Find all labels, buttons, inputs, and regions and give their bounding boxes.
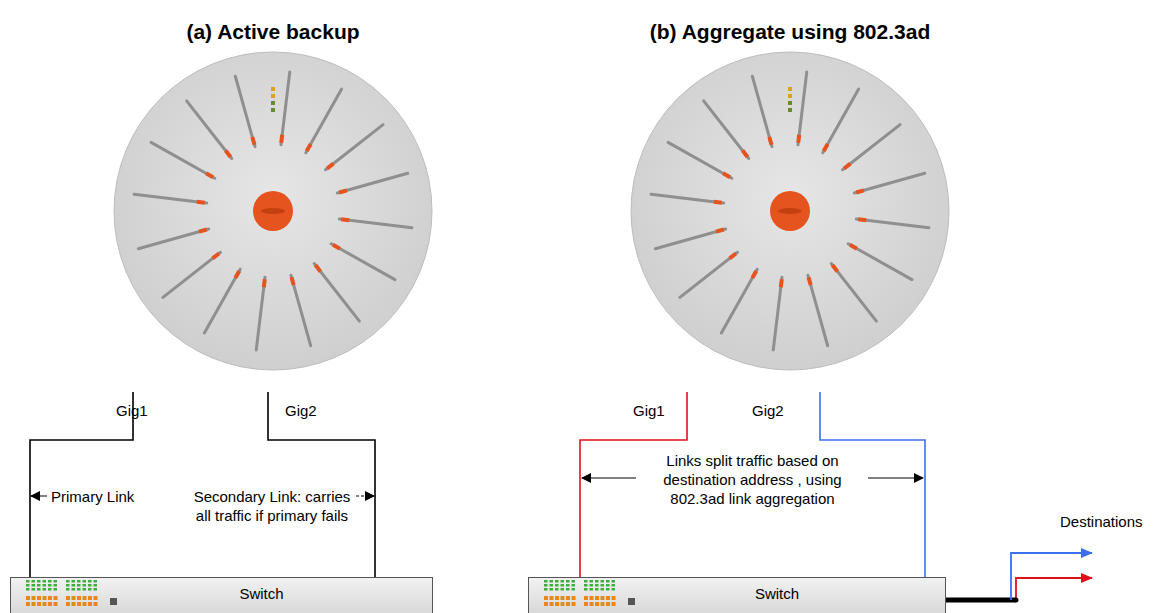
- network-switch: Switch: [10, 577, 433, 613]
- switch-label: Switch: [159, 584, 283, 603]
- link-note: Links split traffic based on destination…: [640, 451, 865, 508]
- port-label: Gig2: [752, 401, 784, 420]
- link-label: Primary Link: [51, 487, 134, 506]
- port-label: Gig2: [285, 401, 317, 420]
- switch-ports: [26, 580, 117, 606]
- switch-ports: [544, 580, 635, 606]
- switch-label: Switch: [675, 584, 799, 603]
- link-note: Secondary Link: carries all traffic if p…: [190, 487, 354, 525]
- panel-heading: (a) Active backup: [113, 19, 433, 45]
- network-switch: Switch: [528, 577, 946, 613]
- panel-heading: (b) Aggregate using 802.3ad: [600, 19, 980, 45]
- port-label: Gig1: [633, 401, 665, 420]
- access-point-illustration: [114, 52, 432, 370]
- access-point-illustration: [631, 52, 949, 370]
- destination-label: Destinations: [1060, 512, 1143, 531]
- port-label: Gig1: [116, 401, 148, 420]
